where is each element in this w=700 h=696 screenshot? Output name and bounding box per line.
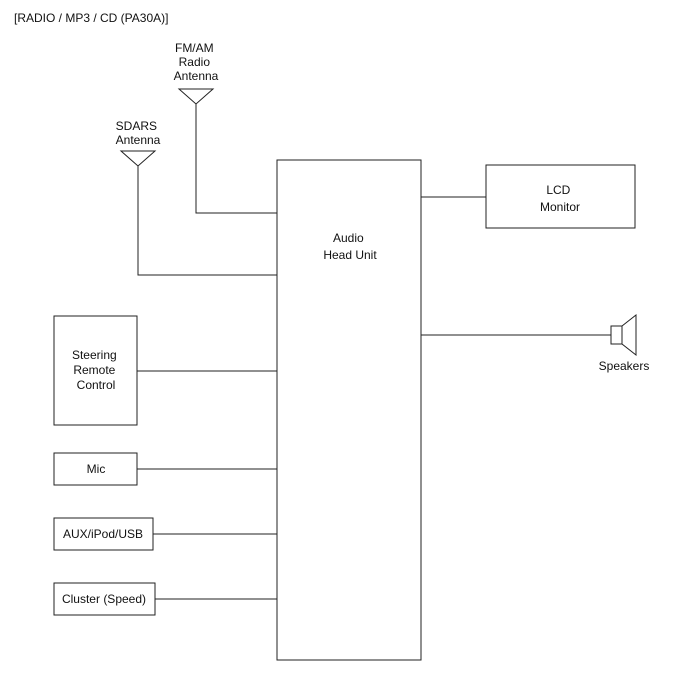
lcd-monitor-box (485, 164, 636, 229)
sdars-antenna-wire (137, 166, 277, 276)
mic-box (53, 452, 138, 486)
head-unit-label: Audio Head Unit (323, 231, 377, 262)
speaker-icon-cone (621, 313, 637, 357)
fm-am-antenna-icon (177, 88, 215, 105)
diagram-title: [RADIO / MP3 / CD (PA30A)] (14, 11, 168, 25)
steering-remote-label: Steering Remote Control (72, 348, 120, 392)
head-unit-box (276, 159, 422, 661)
fm-am-antenna-label: FM/AM Radio Antenna (174, 41, 219, 83)
speaker-icon-body (610, 325, 623, 345)
mic-label: Mic (87, 462, 106, 476)
speakers-label: Speakers (599, 359, 650, 373)
fm-am-antenna-wire (195, 104, 277, 214)
cluster-box (53, 582, 156, 616)
sdars-antenna-label: SDARS Antenna (116, 119, 161, 147)
aux-label: AUX/iPod/USB (63, 527, 143, 541)
sdars-antenna-icon (119, 150, 157, 167)
cluster-label: Cluster (Speed) (62, 592, 146, 606)
lcd-monitor-label: LCD Monitor (540, 183, 580, 214)
steering-remote-box (53, 315, 138, 426)
aux-box (53, 517, 154, 551)
